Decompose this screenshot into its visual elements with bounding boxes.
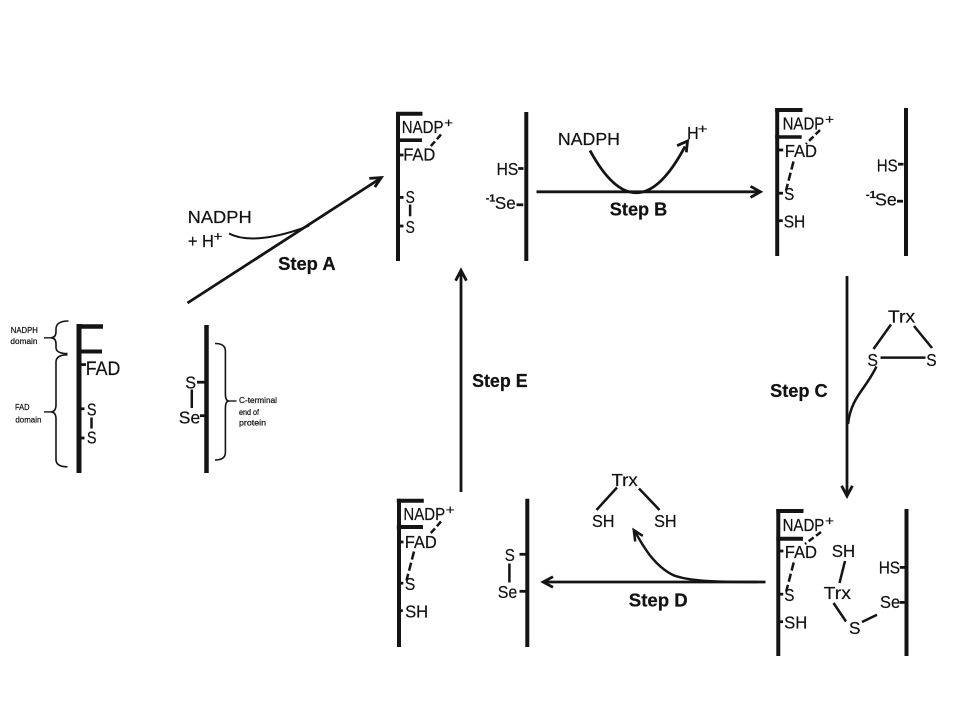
svg-text:NADP: NADP [783,114,825,134]
svg-text:HS: HS [497,159,519,179]
svg-text:S: S [185,372,196,392]
svg-text:S: S [87,399,97,419]
svg-text:S: S [405,574,415,594]
svg-text:SH: SH [654,511,677,531]
svg-text:Se: Se [880,592,900,612]
svg-text:+: + [214,230,223,244]
svg-text:Step E: Step E [472,371,527,391]
svg-text:FAD: FAD [785,141,817,161]
svg-text:NADPH: NADPH [11,326,38,335]
svg-text:NADP: NADP [402,117,444,137]
svg-text:+: + [698,122,708,136]
svg-text:-1: -1 [866,189,876,201]
svg-text:end of: end of [239,408,260,417]
svg-text:S: S [784,184,794,204]
svg-text:domain: domain [15,416,41,425]
svg-text:S: S [505,545,515,565]
svg-text:SH: SH [592,511,615,531]
svg-text:protein: protein [239,418,266,427]
svg-text:S: S [849,618,861,638]
svg-text:FAD: FAD [86,359,121,380]
svg-text:FAD: FAD [15,403,30,412]
svg-text:Trx: Trx [888,307,915,327]
svg-text:Trx: Trx [612,470,638,490]
svg-text:Se: Se [498,582,518,602]
svg-text:domain: domain [10,337,38,346]
svg-text:S: S [926,350,936,370]
svg-text:FAD: FAD [785,542,817,562]
svg-text:-1: -1 [486,193,496,205]
svg-text:+: + [825,112,834,126]
svg-text:+ H: + H [188,231,214,251]
svg-text:Se: Se [179,407,200,427]
svg-text:+: + [825,514,834,528]
svg-text:S: S [87,428,97,448]
svg-text:NADP: NADP [403,504,445,524]
svg-text:+: + [446,503,455,517]
svg-text:FAD: FAD [403,144,435,164]
svg-text:S: S [406,217,415,237]
svg-text:HS: HS [879,557,900,577]
svg-text:HS: HS [877,155,898,175]
svg-text:Step A: Step A [278,254,336,274]
svg-text:SH: SH [832,541,855,561]
svg-text:Se: Se [875,190,897,210]
svg-text:FAD: FAD [405,532,437,552]
svg-text:Step D: Step D [629,591,688,611]
svg-text:NADPH: NADPH [558,129,620,149]
svg-text:C-terminal: C-terminal [239,396,277,405]
svg-text:NADPH: NADPH [188,207,252,227]
svg-text:Step C: Step C [770,381,828,401]
svg-text:Trx: Trx [824,583,851,603]
svg-text:Se: Se [495,193,516,213]
svg-text:SH: SH [784,212,806,232]
svg-text:S: S [867,350,878,370]
svg-text:NADP: NADP [783,515,825,535]
svg-text:SH: SH [784,613,807,633]
svg-text:H: H [687,123,699,143]
svg-text:S: S [784,585,794,605]
svg-text:+: + [444,116,453,130]
svg-text:S: S [406,187,415,207]
svg-text:SH: SH [405,602,428,622]
svg-text:Step B: Step B [610,200,668,220]
